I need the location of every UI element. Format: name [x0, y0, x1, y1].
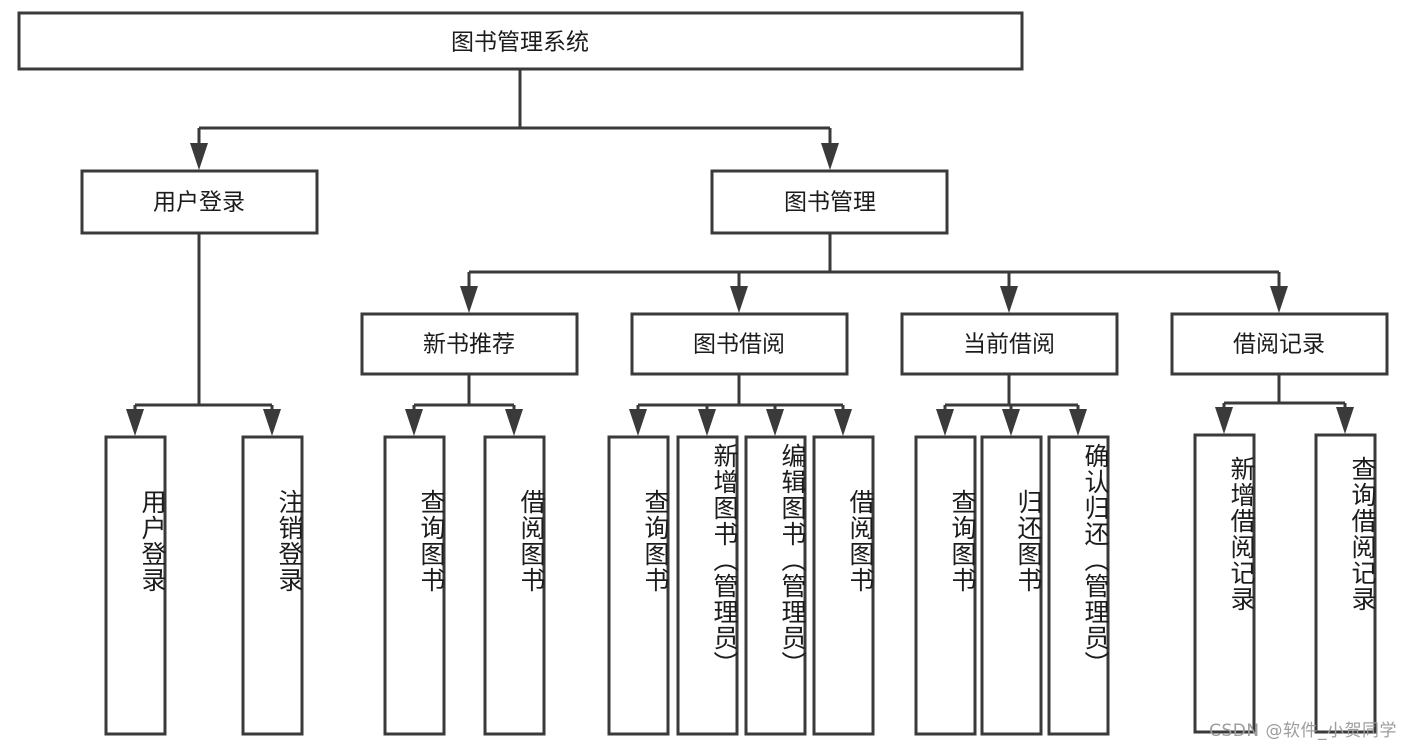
node-borrow-record-label: 借阅记录 — [1233, 332, 1325, 358]
node-book-manage[interactable]: 图书管理 — [710, 169, 949, 235]
arrowhead-leaf-user-login — [126, 409, 144, 436]
arrowhead-book-manage — [821, 143, 839, 170]
node-user-login-label: 用户登录 — [153, 190, 245, 216]
connector-group-current-borrow — [936, 375, 1087, 436]
leaf-user-login-box[interactable] — [104, 435, 167, 736]
arrowhead-current-borrow — [1000, 286, 1018, 313]
node-current-borrow-label: 当前借阅 — [963, 332, 1055, 358]
arrowhead-leaf-query-record — [1336, 407, 1354, 434]
node-user-login[interactable]: 用户登录 — [80, 169, 319, 235]
arrowhead-leaf-edit-book — [766, 409, 784, 436]
arrowhead-leaf-query-book-1 — [405, 409, 423, 436]
node-borrow-record[interactable]: 借阅记录 — [1170, 312, 1389, 376]
node-book-borrow-box[interactable] — [630, 312, 849, 376]
leaf-borrow-book-1-box[interactable] — [483, 435, 546, 736]
arrowhead-leaf-borrow-book-2 — [834, 409, 852, 436]
node-root-box[interactable] — [17, 11, 1024, 71]
arrowhead-leaf-query-book-3 — [936, 409, 954, 436]
watermark-text: CSDN @软件_小贺同学 — [1209, 721, 1397, 741]
node-new-book-recommend[interactable]: 新书推荐 — [360, 312, 579, 376]
connector-group-borrow-record — [1215, 375, 1354, 434]
leaf-query-book-2-box[interactable] — [607, 435, 670, 736]
connector-group-root — [190, 70, 839, 170]
leaf-query-book-3-box[interactable] — [914, 435, 977, 736]
arrowhead-leaf-return-book — [1002, 409, 1020, 436]
leaf-borrow-book-2-box[interactable] — [812, 435, 875, 736]
node-current-borrow[interactable]: 当前借阅 — [900, 312, 1119, 376]
connector-group-book-manage — [460, 233, 1288, 313]
node-book-manage-label: 图书管理 — [784, 190, 876, 216]
arrowhead-leaf-query-book-2 — [629, 409, 647, 436]
leaf-add-book-box[interactable] — [676, 435, 739, 736]
node-new-book-recommend-box[interactable] — [360, 312, 579, 376]
node-book-manage-box[interactable] — [710, 169, 949, 235]
node-current-borrow-box[interactable] — [900, 312, 1119, 376]
connector-group-user-login — [126, 233, 281, 436]
arrowhead-leaf-add-record — [1215, 407, 1233, 434]
leaf-add-record-box[interactable] — [1193, 433, 1256, 734]
connector-group-new-book-recommend — [405, 375, 523, 436]
leaf-logout-login-box[interactable] — [241, 435, 304, 736]
leaf-query-record-box[interactable] — [1314, 433, 1377, 734]
node-borrow-record-box[interactable] — [1170, 312, 1389, 376]
arrowhead-new-book-recommend — [460, 286, 478, 313]
node-book-borrow-label: 图书借阅 — [693, 332, 785, 358]
leaf-return-book-box[interactable] — [980, 435, 1043, 736]
leaf-edit-book-box[interactable] — [744, 435, 807, 736]
connector-group-book-borrow — [629, 375, 852, 436]
node-book-borrow[interactable]: 图书借阅 — [630, 312, 849, 376]
arrowhead-borrow-record — [1270, 286, 1288, 313]
node-root-label: 图书管理系统 — [451, 30, 589, 56]
node-root[interactable]: 图书管理系统 — [17, 11, 1024, 71]
leaf-confirm-return-box[interactable] — [1047, 435, 1110, 736]
arrowhead-leaf-confirm-return — [1069, 409, 1087, 436]
node-new-book-recommend-label: 新书推荐 — [423, 332, 515, 358]
leaf-query-book-1-box[interactable] — [383, 435, 446, 736]
arrowhead-leaf-add-book — [698, 409, 716, 436]
arrowhead-leaf-logout-login — [263, 409, 281, 436]
arrowhead-leaf-borrow-book-1 — [505, 409, 523, 436]
arrowhead-book-borrow — [730, 286, 748, 313]
node-user-login-box[interactable] — [80, 169, 319, 235]
arrowhead-user-login — [190, 143, 208, 170]
